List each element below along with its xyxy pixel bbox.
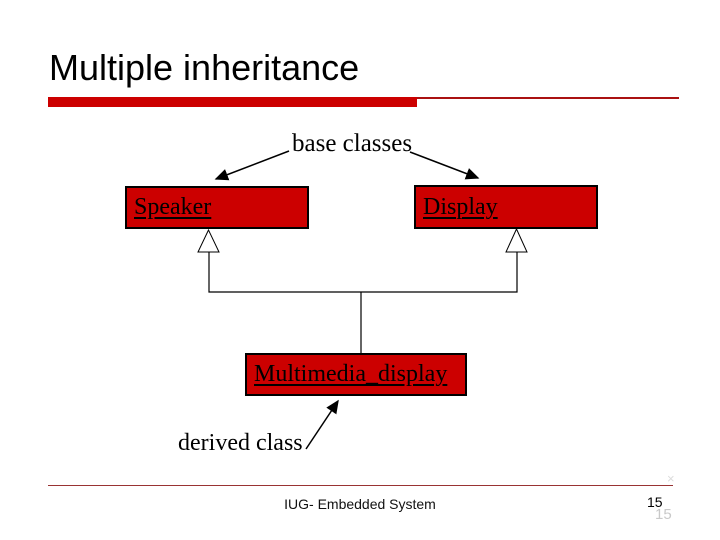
footer-text: IUG- Embedded System: [284, 496, 436, 512]
class-box-multimedia-label: Multimedia_display: [254, 361, 448, 387]
derived-class-label: derived class: [178, 430, 303, 456]
class-box-speaker-label: Speaker: [134, 194, 212, 220]
base-classes-label: base classes: [292, 130, 413, 157]
title-underline-thin-line: [417, 97, 679, 99]
base-classes-arrow-right: [409, 151, 480, 180]
page-number: 15: [647, 494, 663, 510]
title-underline-bar: [48, 97, 417, 107]
inheritance-connector: [208, 252, 518, 293]
class-box-display-label: Display: [423, 193, 498, 220]
base-classes-arrow-left: [214, 150, 290, 181]
resize-handle-artifact: ×: [667, 471, 675, 486]
class-box-multimedia: Multimedia_display: [245, 353, 467, 396]
inheritance-triangle-speaker: [197, 228, 220, 253]
slide-title: Multiple inheritance: [49, 47, 360, 88]
inheritance-triangle-display: [505, 227, 528, 253]
page-number-ghost: 15: [655, 506, 672, 523]
class-box-display: Display: [414, 185, 598, 229]
class-box-speaker: Speaker: [125, 186, 309, 229]
footer-divider-line: [48, 485, 673, 486]
derived-class-arrow: [305, 399, 339, 450]
